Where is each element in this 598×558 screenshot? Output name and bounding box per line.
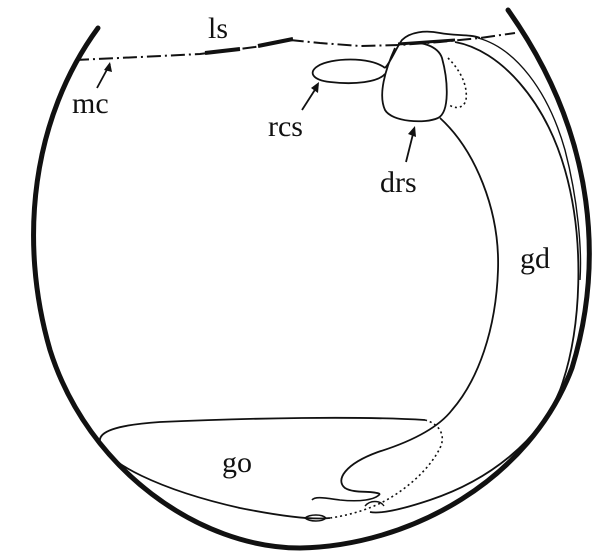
gonoduct-outer	[370, 42, 578, 513]
label-drs: drs	[380, 166, 417, 199]
receptaculum-seminis	[313, 60, 385, 84]
rcs-pointer	[302, 82, 319, 110]
connecting-duct	[385, 32, 480, 68]
drs-pointer	[406, 126, 416, 162]
lateral-line-thick-b	[258, 39, 293, 46]
label-go: go	[222, 446, 252, 479]
label-rcs: rcs	[268, 110, 303, 143]
lateral-line	[75, 33, 515, 60]
gonoduct-bottom-loop	[312, 494, 380, 501]
shell-outline	[34, 10, 590, 548]
distal-receptaculum	[382, 43, 447, 122]
gonad-outline	[100, 418, 425, 519]
mc-pointer	[97, 62, 112, 88]
label-ls: ls	[208, 12, 228, 45]
label-mc: mc	[72, 87, 109, 120]
lateral-line-thick-a	[205, 49, 240, 53]
gonoduct-inner	[341, 118, 498, 494]
label-gd: gd	[520, 242, 550, 275]
drs-dotted-loop	[448, 58, 466, 107]
